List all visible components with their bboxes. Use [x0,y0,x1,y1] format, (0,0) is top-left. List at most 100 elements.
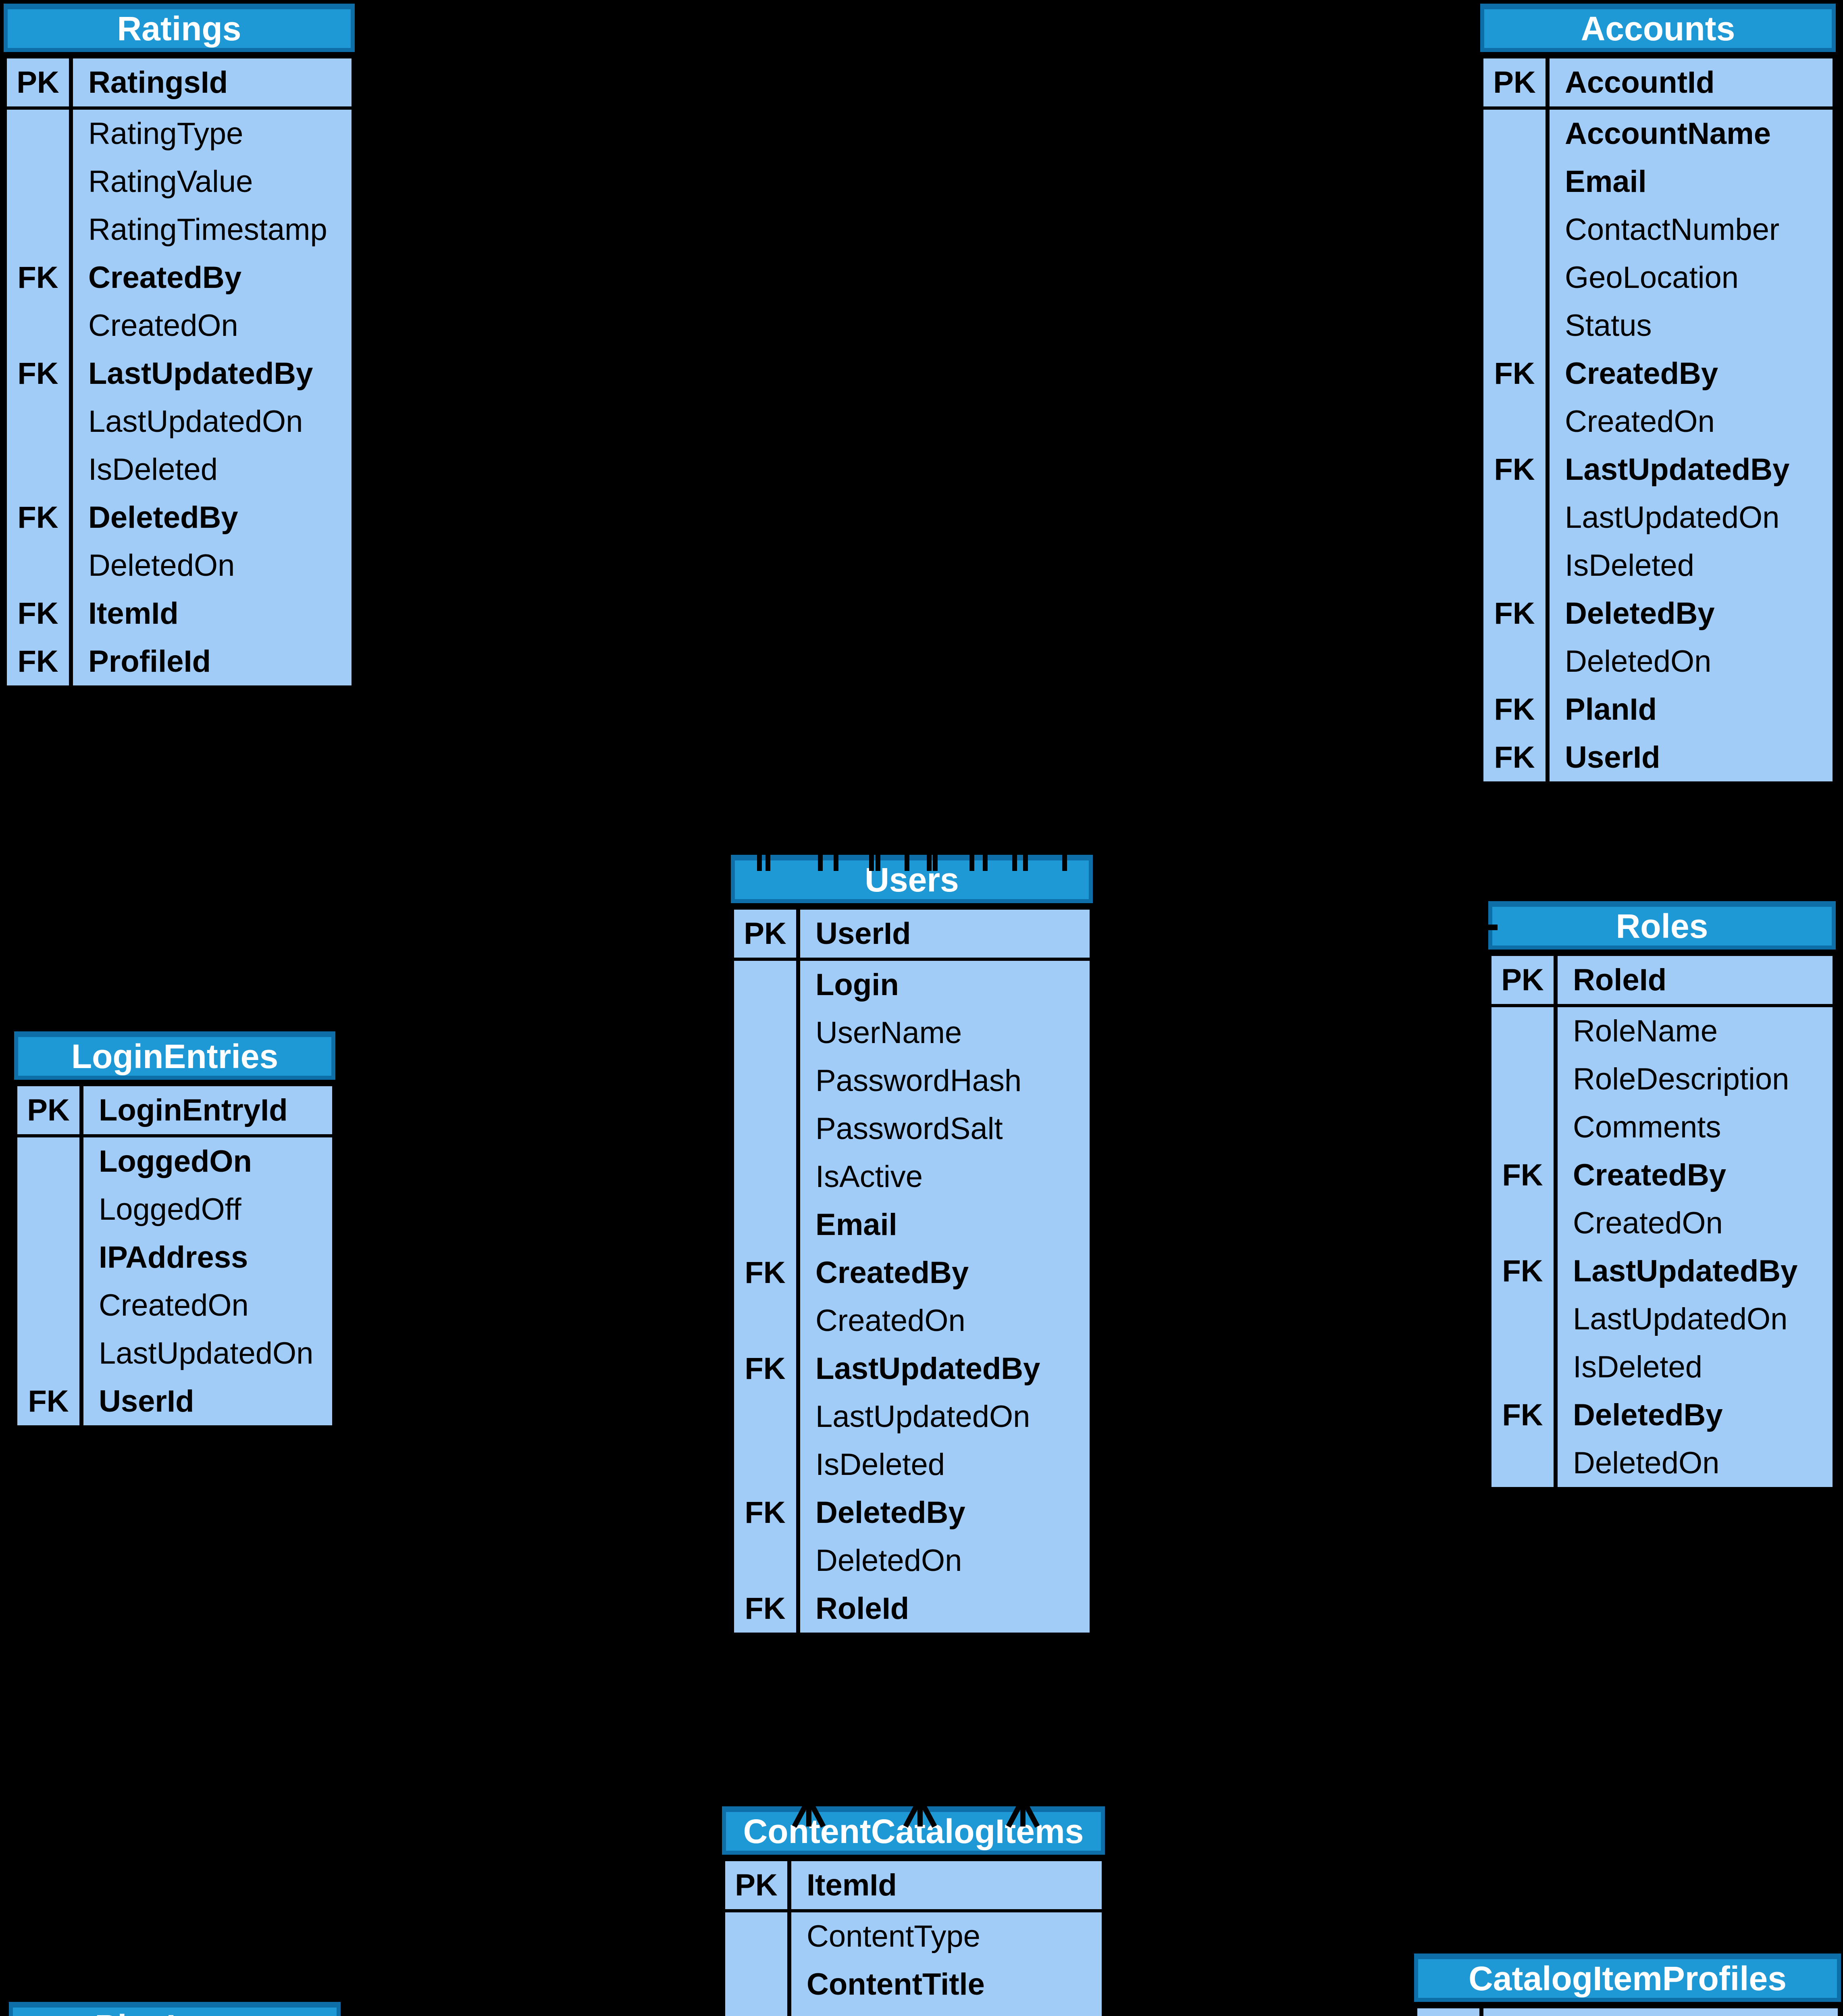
attribute-row: Email [734,1201,1090,1249]
foreign-key-badge: FK [1491,1247,1558,1295]
relationship-connector-tick [1485,925,1498,930]
foreign-key-badge: FK [17,1377,83,1425]
attribute-row: IsDeleted [1491,1343,1833,1391]
entity-planitems: PlanItemsPKPlanItemIdFKPlanIdFKItemIdFKC… [9,2002,341,2016]
relationship-connector-tick [834,854,838,871]
key-cell-empty [17,1185,83,1233]
attribute-row: DeletedOn [7,541,352,589]
attribute-row: ContentTitle [725,1960,1102,2008]
key-cell-empty [1483,110,1550,158]
foreign-key-badge: FK [734,1489,800,1537]
attribute-row: RatingTimestamp [7,206,352,254]
key-cell-empty [17,1281,83,1329]
attribute-name: LastUpdatedOn [88,404,303,439]
attribute-row: PasswordSalt [734,1105,1090,1153]
key-cell-empty [7,541,73,589]
attribute-row: LastUpdatedOn [1483,494,1833,541]
attribute-name: Comments [1573,1110,1721,1144]
attribute-name: UserId [1565,740,1660,775]
attribute-row: GeoLocation [1483,254,1833,302]
key-cell-empty [1483,158,1550,206]
attribute-name: CreatedOn [1573,1206,1723,1240]
attribute-name: CreatedBy [815,1256,969,1290]
key-cell-empty [17,1329,83,1377]
attribute-name: RoleName [1573,1014,1718,1048]
attribute-row: ContentDescription [725,2008,1102,2016]
key-cell-empty [1491,1103,1558,1151]
attribute-row: FK UserId [1483,733,1833,781]
attribute-name: UserId [99,1384,194,1418]
attribute-row: LoggedOn [17,1137,332,1185]
attribute-name: ItemProfileId [1483,2008,1838,2016]
key-cell-empty [734,1441,800,1489]
attribute-name: DeletedBy [815,1495,965,1530]
entity-attributes: PKItemProfileIdFKProfileIdFKItemIdLastVi… [1414,2005,1841,2016]
attribute-row: FK CreatedBy [734,1249,1090,1297]
key-cell-empty [725,1912,791,1960]
attribute-name: ContentTitle [807,1967,985,2001]
attribute-name: LastUpdatedBy [88,356,313,391]
attribute-row: CreatedOn [734,1297,1090,1345]
foreign-key-badge: FK [1483,733,1550,781]
key-cell-empty [7,158,73,206]
key-cell-empty [7,206,73,254]
foreign-key-badge: FK [7,589,73,637]
attribute-row: RatingType [7,110,352,158]
attribute-name: IsDeleted [815,1447,945,1482]
relationship-connector-tick [933,854,938,871]
foreign-key-badge: FK [734,1249,800,1297]
attribute-row: ContentType [725,1912,1102,1960]
attribute-name: DeletedOn [88,548,235,583]
key-cell-empty [734,1153,800,1201]
attribute-row: LastUpdatedOn [17,1329,332,1377]
primary-key-badge: PK [7,58,73,106]
relationship-connector-tick [765,854,770,871]
attribute-name: RoleId [815,1591,909,1626]
attribute-row: DeletedOn [1491,1439,1833,1487]
relationship-connector-tick [1023,854,1028,871]
attribute-name: ContactNumber [1565,212,1780,247]
foreign-key-badge: FK [1483,350,1550,398]
key-cell-empty [734,1297,800,1345]
attribute-name: CreatedOn [815,1304,965,1338]
crowfoot-connector-icon [1020,1803,1026,1826]
entity-header: LoginEntries [14,1031,335,1080]
key-cell-empty [1491,1343,1558,1391]
primary-key-badge: PK [725,1861,791,1909]
attribute-row: DeletedOn [734,1537,1090,1585]
relationship-connector-tick [983,854,988,871]
attribute-row: IsDeleted [734,1441,1090,1489]
key-cell-empty [1491,1439,1558,1487]
attribute-name: Email [1565,165,1647,199]
attribute-row: LastUpdatedOn [734,1393,1090,1441]
attribute-name: RatingType [88,117,243,151]
attribute-name: CreatedBy [88,260,242,295]
relationship-connector-tick [969,854,974,871]
attribute-name: LastUpdatedOn [1565,500,1780,535]
relationship-connector-tick [927,854,932,871]
attribute-row: RoleName [1491,1007,1833,1055]
attribute-name: DeletedBy [1573,1398,1723,1432]
foreign-key-badge: FK [1483,446,1550,494]
entity-catalogitemprofiles: CatalogItemProfilesPKItemProfileIdFKProf… [1414,1954,1841,2016]
key-cell-empty [734,1201,800,1249]
attribute-name: AccountName [1565,117,1771,151]
attribute-name: CreatedOn [88,308,238,343]
attribute-name: DeletedBy [1565,596,1715,631]
